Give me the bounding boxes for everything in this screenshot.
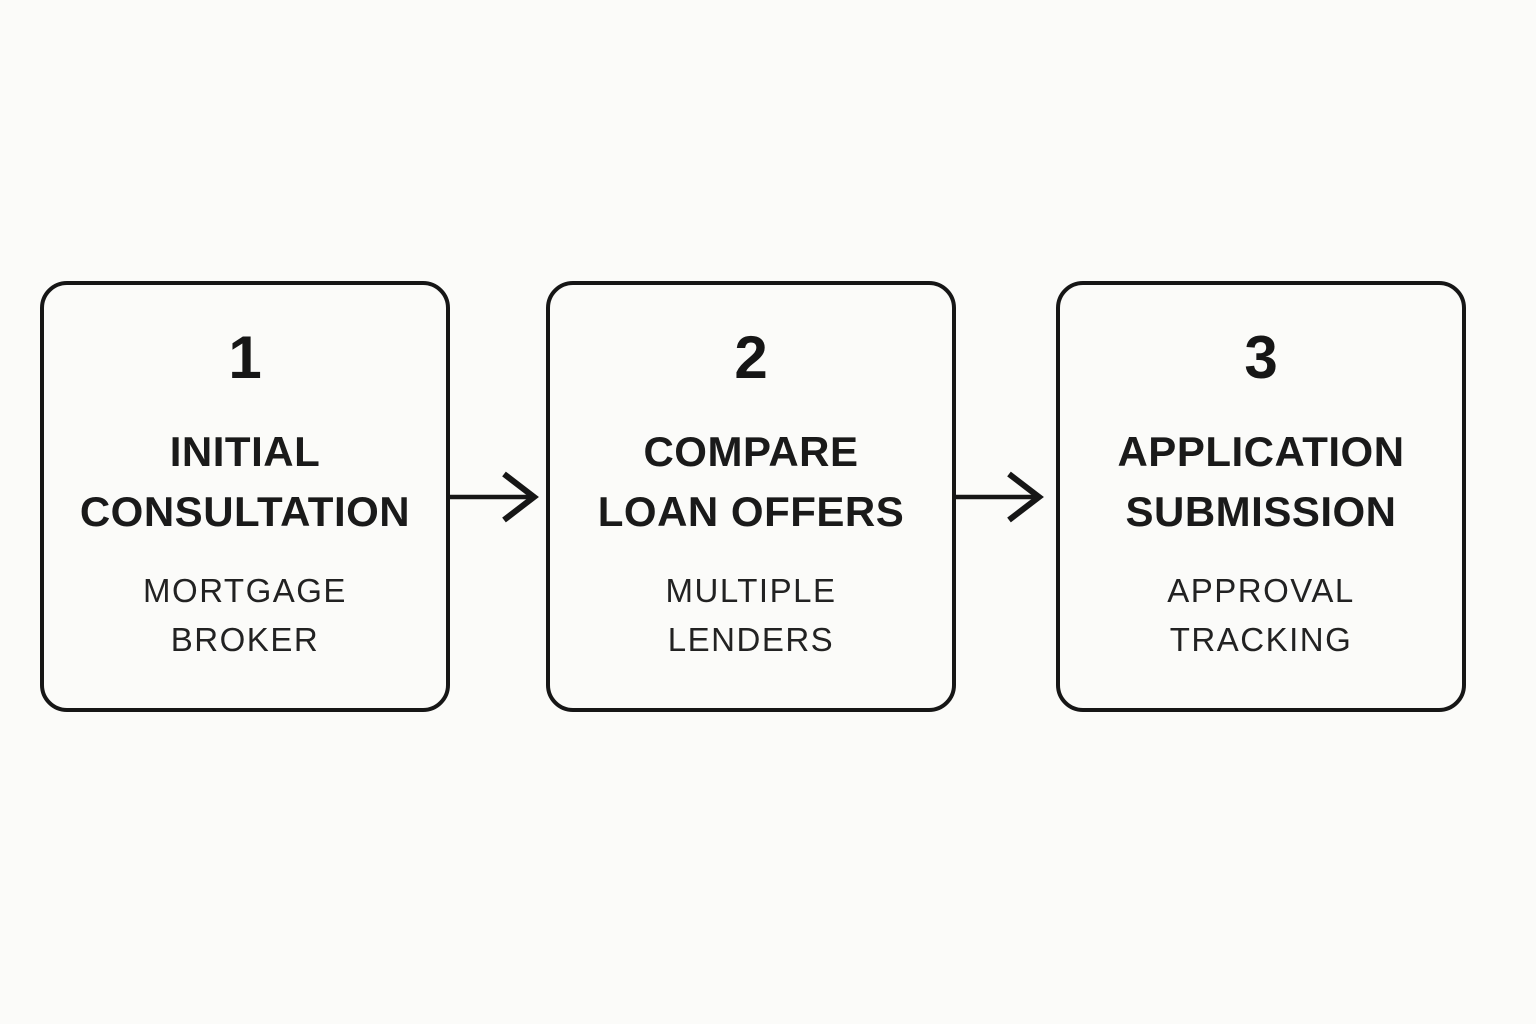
step-title: INITIAL CONSULTATION [79, 428, 411, 535]
step-subtitle: MORTGAGE BROKER [143, 571, 347, 659]
step-title: COMPARE LOAN OFFERS [597, 428, 905, 535]
step-title: APPLICATION SUBMISSION [1117, 428, 1405, 535]
arrow-right-icon [450, 469, 550, 525]
arrow-right-icon [955, 469, 1055, 525]
step-card-2: 2 COMPARE LOAN OFFERS MULTIPLE LENDERS [546, 281, 956, 712]
step-card-1: 1 INITIAL CONSULTATION MORTGAGE BROKER [40, 281, 450, 712]
step-number: 2 [734, 324, 768, 392]
step-card-3: 3 APPLICATION SUBMISSION APPROVAL TRACKI… [1056, 281, 1466, 712]
step-subtitle: APPROVAL TRACKING [1167, 571, 1355, 659]
step-number: 1 [228, 324, 262, 392]
step-subtitle: MULTIPLE LENDERS [665, 571, 837, 659]
step-number: 3 [1244, 324, 1278, 392]
